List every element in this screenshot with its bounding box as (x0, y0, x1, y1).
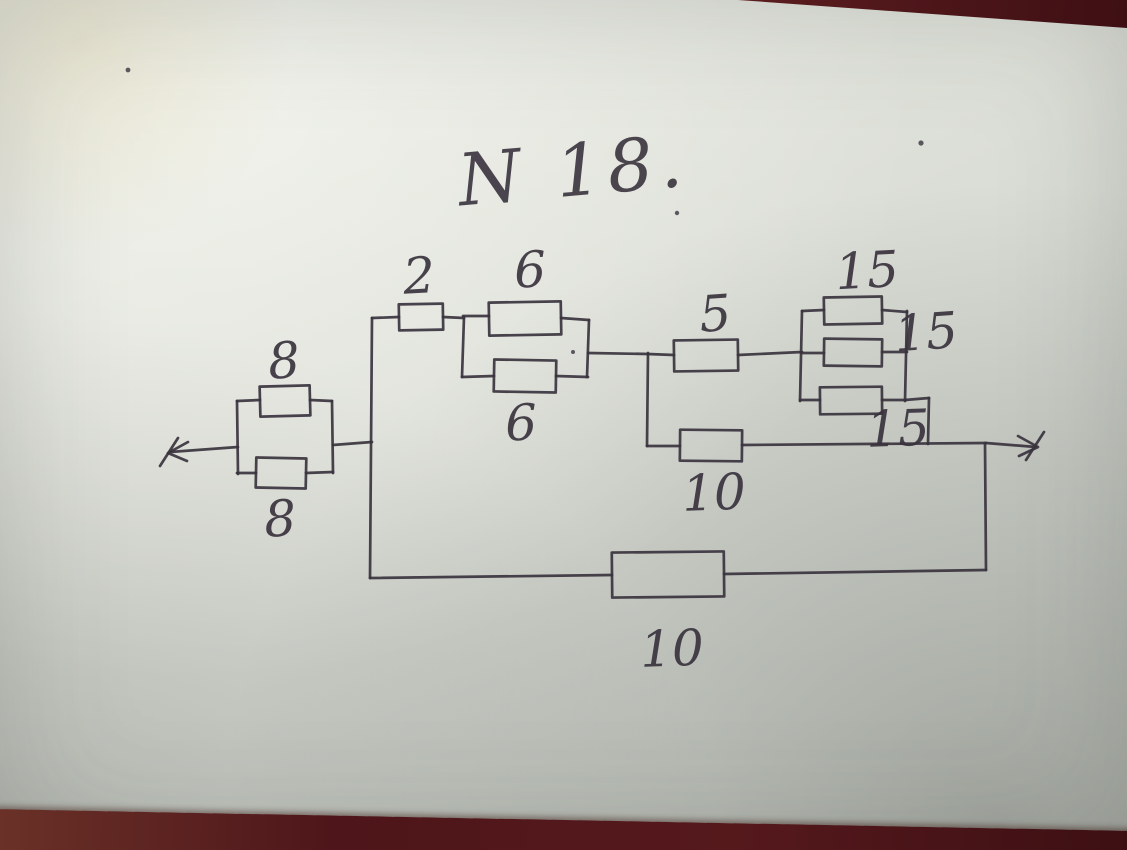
wire-6-split-vertical (460, 315, 466, 379)
resistor-label-10-mid: 10 (681, 463, 747, 523)
wire-15-split-vertical (798, 309, 804, 403)
wire-5-right-stub (736, 350, 804, 357)
wire-bottom-right-run (722, 568, 988, 576)
wire-2-right-stub (441, 315, 466, 320)
resistor-10-bottom-body (610, 550, 726, 599)
resistor-6-top-body (487, 300, 563, 337)
wire-node-a-lead (331, 440, 374, 447)
paper-speck (125, 67, 131, 73)
wire-input-lead (168, 445, 240, 454)
wire-mid-link (586, 351, 650, 356)
input-terminal-slash-icon (158, 436, 180, 468)
wire-node-a-vertical (368, 316, 374, 580)
wire-6-join-vertical (585, 318, 591, 379)
wire-15-out-drop (926, 396, 931, 446)
resistor-5-body (672, 338, 740, 373)
wire-right-node-vertical-8 (330, 399, 335, 475)
resistor-15-mid-body (822, 337, 884, 368)
resistor-label-6-bottom: 6 (504, 393, 538, 452)
resistor-label-6-top: 6 (513, 240, 547, 299)
resistor-10-mid-body (678, 428, 744, 463)
wire-15top-left-stub (800, 308, 826, 313)
resistor-label-8-bottom: 8 (263, 489, 298, 549)
resistor-8-bottom-body (254, 456, 308, 490)
resistor-label-10-bottom: 10 (639, 619, 705, 679)
output-terminal-slash-icon (1024, 430, 1046, 462)
resistor-2-body (397, 302, 445, 332)
wire-6top-right-stub (559, 316, 591, 322)
wire-8top-left-stub (235, 398, 262, 403)
wire-8bot-right-stub (304, 470, 335, 475)
resistor-15-top-body (822, 295, 884, 326)
wire-5-left-stub (646, 352, 676, 357)
resistor-label-15-mid: 15 (892, 301, 960, 363)
wire-15-join-vertical (903, 309, 909, 403)
resistor-label-15-bottom: 15 (865, 399, 931, 459)
resistor-label-5: 5 (697, 284, 733, 344)
wire-6bot-right-stub (554, 374, 590, 379)
resistor-6-bottom-body (492, 358, 558, 394)
wire-15top-right-stub (880, 308, 909, 314)
circuit-title: N 18. (453, 119, 692, 223)
wire-15-out-link (903, 396, 931, 402)
wire-bottom-left-run (368, 573, 614, 580)
wire-mid-split-vertical (645, 351, 650, 448)
resistor-8-top-body (258, 384, 312, 418)
paper-speck (571, 350, 575, 354)
resistor-label-8-top: 8 (266, 331, 302, 391)
wire-right-rise-vertical (983, 441, 988, 572)
paper-speck (918, 140, 924, 146)
wire-6bot-left-stub (460, 374, 496, 379)
wire-left-node-vertical (235, 399, 240, 476)
circuit-ink: N 18. (158, 119, 1046, 679)
resistor-label-2: 2 (401, 246, 437, 306)
resistor-label-15-top: 15 (834, 240, 901, 301)
paper-speck (674, 210, 680, 216)
wire-10mid-right-run (740, 441, 988, 447)
wire-8top-right-stub (308, 398, 334, 403)
wire-2-left-stub (370, 315, 401, 320)
wire-output-lead (984, 441, 1038, 449)
output-terminal-arrow-icon (1016, 434, 1040, 458)
